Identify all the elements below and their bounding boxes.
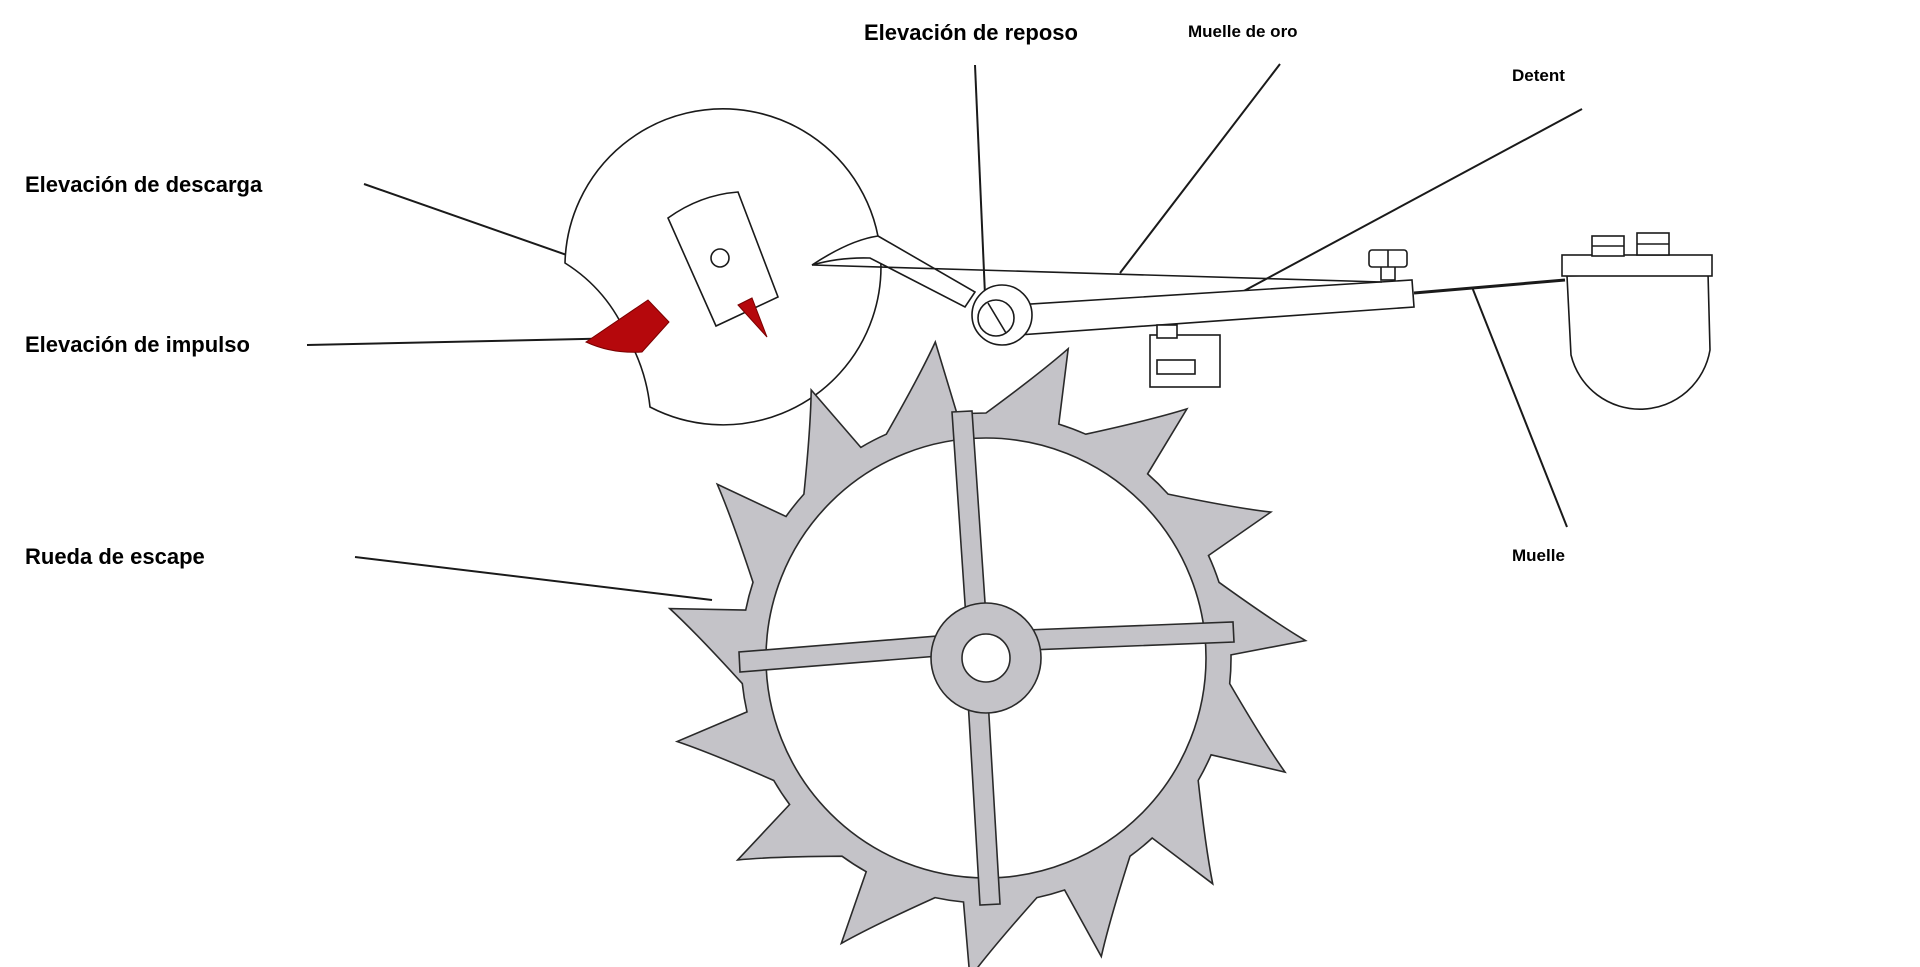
leader-line-elevacion-reposo — [974, 64, 987, 319]
spring-stud-plate — [1561, 254, 1713, 277]
label-muelle: Muelle — [1512, 546, 1565, 565]
spoke-down — [967, 698, 1001, 906]
impulse-pallet-red — [584, 299, 670, 353]
leader-line-elevacion-impulso — [306, 337, 629, 346]
spoke-left — [738, 634, 952, 673]
escape-wheel — [667, 339, 1308, 967]
spring-assembly — [1413, 232, 1713, 410]
detent-body — [1014, 279, 1415, 336]
label-elevacion-impulso: Elevación de impulso — [25, 332, 250, 357]
leader-line-muelle-oro — [1119, 63, 1281, 274]
leader-lines — [306, 63, 1583, 601]
detent-horn — [811, 235, 977, 309]
red-pallets — [584, 297, 768, 353]
leader-line-detent — [1213, 108, 1583, 308]
detent-spring — [1413, 278, 1566, 295]
leader-line-muelle — [1471, 286, 1568, 528]
label-rueda-escape: Rueda de escape — [25, 544, 205, 569]
label-elevacion-descarga: Elevación de descarga — [25, 172, 263, 197]
label-detent: Detent — [1512, 66, 1565, 85]
escape-wheel-spokes — [738, 410, 1235, 906]
banking-block-pin — [1156, 324, 1178, 339]
gold-spring — [811, 264, 1383, 283]
spring-stud-body — [1566, 272, 1711, 410]
locking-stone-face — [987, 302, 1007, 334]
locking-stone — [977, 299, 1015, 337]
balance-roller — [564, 108, 882, 426]
escape-wheel-arbor-hole — [961, 633, 1011, 683]
detent-assembly — [811, 235, 1415, 388]
label-elevacion-reposo: Elevación de reposo — [864, 20, 1078, 45]
label-muelle-oro: Muelle de oro — [1188, 22, 1298, 41]
roller-pivot — [710, 248, 730, 268]
spoke-up — [951, 410, 987, 619]
spoke-right — [1026, 621, 1235, 651]
banking-block-inner — [1156, 359, 1196, 375]
discharge-pallet-red — [737, 297, 768, 338]
leader-line-rueda-escape — [354, 556, 713, 601]
